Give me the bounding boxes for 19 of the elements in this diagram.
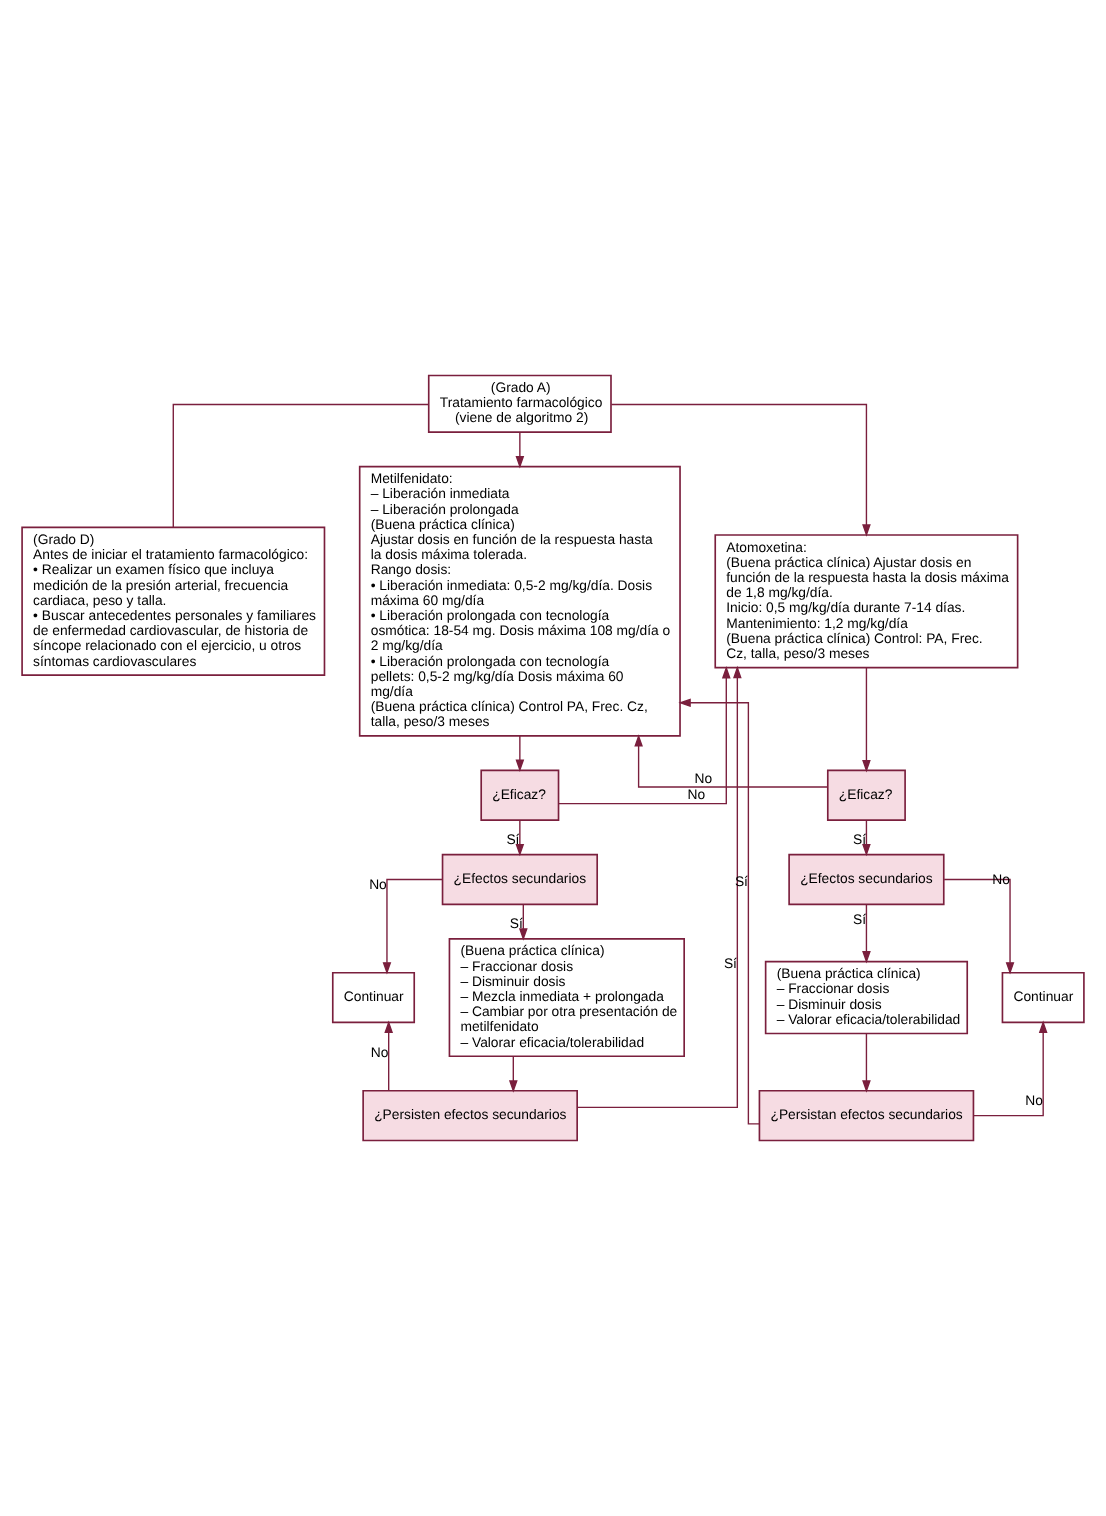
arrow [558,666,731,805]
arrow [508,1055,518,1093]
arrow [384,1020,394,1092]
arrow [678,698,760,1125]
arrow [518,903,528,941]
connector [172,403,430,528]
arrow [973,1020,1048,1117]
arrow [515,819,525,857]
arrow [862,1032,871,1093]
arrow [382,878,443,975]
arrow [515,735,525,772]
arrow [610,403,871,537]
arrow [862,667,871,773]
arrow [634,734,828,788]
arrow [576,665,742,1109]
arrow [862,903,871,964]
arrow [943,878,1015,975]
arrow [515,431,525,469]
arrow [862,819,871,857]
